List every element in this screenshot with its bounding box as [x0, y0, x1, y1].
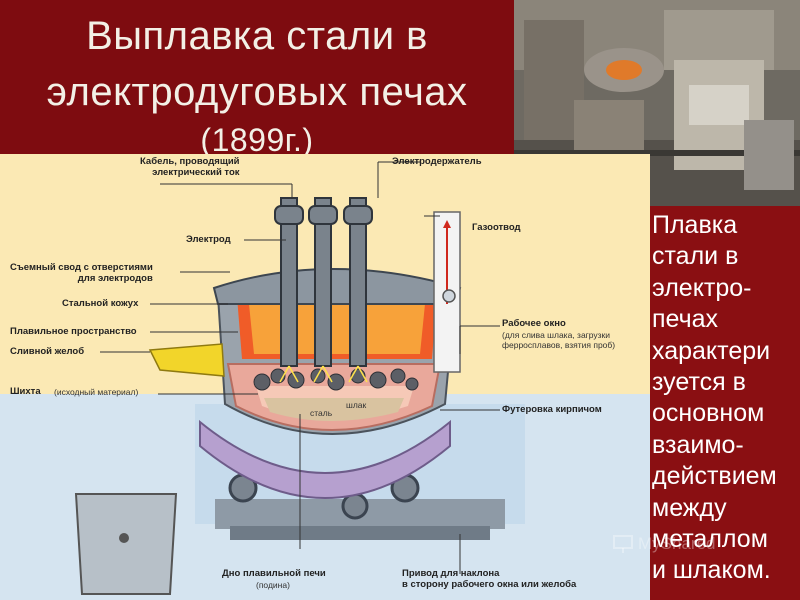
label-tilt-drive: Привод для наклона в сторону рабочего ок…	[402, 568, 577, 590]
label-work-window-note: (для слива шлака, загрузки ферросплавов,…	[502, 330, 616, 350]
label-cable: Кабель, проводящий электрический ток	[140, 156, 240, 178]
label-charge-note: (исходный материал)	[54, 387, 139, 397]
label-spout: Сливной желоб	[10, 346, 85, 357]
furnace-photo	[514, 0, 800, 206]
presentation-icon	[613, 535, 633, 553]
label-electrode: Электрод	[186, 234, 231, 245]
label-charge: Шихта	[10, 386, 41, 397]
title-line-2: электродуговых печах	[46, 70, 468, 114]
header-band: Выплавка стали в электродуговых печах (1…	[0, 0, 514, 158]
watermark-text: MyShared	[638, 534, 716, 553]
title-line-1: Выплавка стали в	[86, 14, 428, 58]
label-holder: Электродержатель	[392, 156, 482, 167]
label-lining: Футеровка кирпичом	[502, 404, 602, 415]
label-slag: шлак	[346, 400, 367, 410]
label-melting-space: Плавильное пространство	[10, 326, 137, 337]
watermark: MyShared	[612, 534, 715, 554]
label-roof: Съемный свод с отверстиями для электродо…	[10, 262, 153, 284]
label-bottom-note: (подина)	[256, 580, 290, 590]
label-shell: Стальной кожух	[62, 298, 139, 309]
page-title: Выплавка стали в электродуговых печах (1…	[0, 8, 514, 160]
label-bottom: Дно плавильной печи	[222, 568, 326, 579]
label-work-window: Рабочее окно	[502, 318, 566, 329]
label-gas-outlet: Газоотвод	[472, 222, 521, 233]
furnace-illustration	[0, 161, 650, 600]
sidebar-text: Плавка стали в электро- печах характери …	[652, 211, 777, 585]
label-steel: сталь	[310, 408, 333, 418]
furnace-diagram: Кабель, проводящий электрический ток Эле…	[0, 154, 650, 600]
title-year: (1899г.)	[200, 122, 314, 158]
